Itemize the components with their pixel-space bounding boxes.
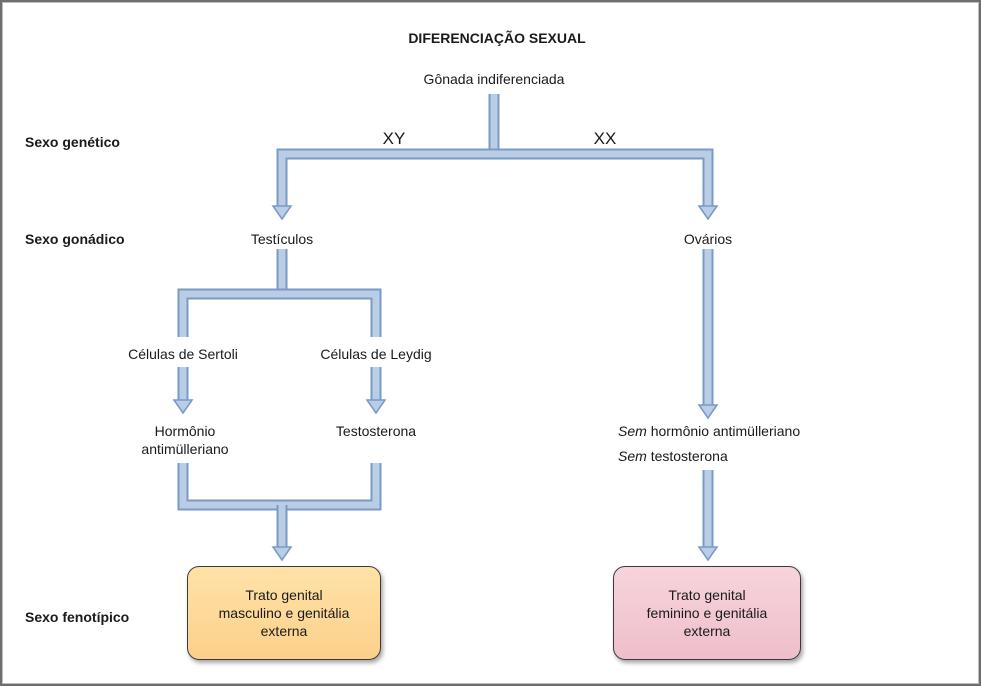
arrow-head-to-female-box (697, 546, 719, 562)
node-testes: Testículos (250, 231, 314, 247)
pipe-testes-split-outline (177, 288, 382, 337)
branch-label-xx: XX (593, 129, 617, 148)
arrow-head-to-male-box (271, 546, 293, 562)
row-label-genetic: Sexo genético (25, 134, 120, 150)
arrow-head-to-testes (271, 205, 293, 221)
node-amh-line1: Hormônio (154, 423, 216, 439)
node-leydig-cells: Células de Leydig (320, 346, 432, 362)
branch-label-xy: XY (382, 129, 406, 148)
female-outcome-line3: externa (683, 623, 731, 639)
node-testosterone: Testosterona (335, 423, 417, 439)
flow-arrows (172, 94, 719, 562)
arrow-head-to-ovaries (697, 205, 719, 221)
male-outcome-line1: Trato genital (245, 587, 323, 603)
node-sertoli-cells: Células de Sertoli (128, 346, 238, 362)
male-outcome-box: Trato genital masculino e genitália exte… (187, 566, 381, 660)
male-outcome-line2: masculino e genitália (218, 605, 350, 621)
pipe-hormones-merge-outline (177, 463, 382, 511)
connector-pipes (177, 94, 714, 547)
female-outcome-line1: Trato genital (668, 587, 746, 603)
pipe-hormones-merge (179, 463, 380, 509)
no-amh-sem: Sem (618, 423, 647, 439)
male-outcome-line3: externa (260, 623, 308, 639)
row-label-phenotypic: Sexo fenotípico (25, 609, 130, 625)
root-node: Gônada indiferenciada (423, 71, 565, 87)
pipe-root-split-outline (276, 148, 714, 206)
no-testosterone-text: testosterona (650, 448, 728, 464)
arrow-heads (172, 205, 719, 562)
female-outcome-box: Trato genital feminino e genitália exter… (613, 566, 801, 660)
arrow-head-to-testosterone (365, 399, 387, 415)
node-amh-line2: antimülleriano (141, 441, 229, 457)
female-outcome-line2: feminino e genitália (646, 605, 768, 621)
arrow-head-to-amh (172, 399, 194, 415)
node-no-amh: Sem hormônio antimülleriano (618, 422, 800, 440)
arrow-head-to-absence (697, 404, 719, 420)
pipe-testes-split (179, 290, 380, 337)
pipe-root-split (278, 150, 712, 206)
node-ovaries: Ovários (683, 231, 733, 247)
no-amh-text: hormônio antimülleriano (650, 423, 801, 439)
diagram-title: DIFERENCIAÇÃO SEXUAL (408, 30, 586, 46)
row-label-gonadal: Sexo gonádico (25, 231, 125, 247)
node-no-testosterone: Sem testosterona (618, 447, 728, 465)
no-testosterone-sem: Sem (618, 448, 647, 464)
